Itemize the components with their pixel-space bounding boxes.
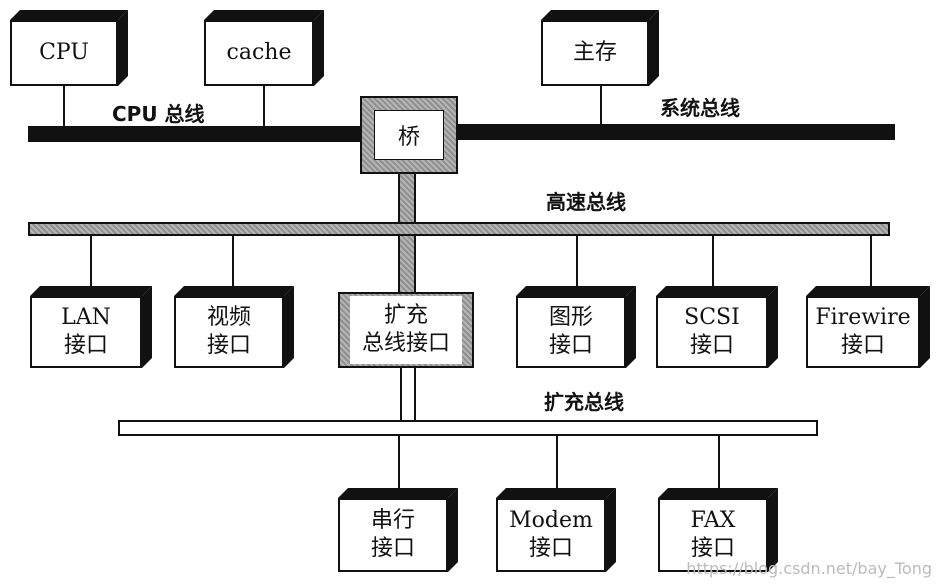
main-memory-label: 主存 xyxy=(572,40,617,65)
firewire-label-line1: Firewire xyxy=(815,305,911,330)
scsi-label-line1: SCSI xyxy=(684,305,740,330)
scsi-label-line2: 接口 xyxy=(689,333,734,358)
high-speed-bus xyxy=(28,222,890,236)
expansion-interface-left-connector xyxy=(400,368,402,420)
bridge-label: 桥 xyxy=(397,125,420,150)
fax-label-line2: 接口 xyxy=(690,536,735,561)
modem-label-line1: Modem xyxy=(509,508,593,533)
watermark-text: https://blog.csdn.net/bay_Tong xyxy=(686,559,932,578)
cpu-connector xyxy=(63,85,65,127)
serial-label-line1: 串行 xyxy=(370,508,415,533)
system-bus-label: 系统总线 xyxy=(660,96,740,120)
graphics-interface-box: 图形 接口 xyxy=(516,286,636,368)
serial-connector xyxy=(398,436,400,488)
cache-connector xyxy=(263,85,265,127)
scsi-interface-box: SCSI 接口 xyxy=(656,286,778,368)
expansion-bus xyxy=(118,420,818,436)
video-label-line1: 视频 xyxy=(206,305,251,330)
firewire-connector xyxy=(870,236,872,288)
lan-label-line2: 接口 xyxy=(63,333,108,358)
cpu-bus-label: CPU 总线 xyxy=(112,102,205,126)
expansion-interface-label-line1: 扩充 xyxy=(383,303,428,328)
modem-label-line2: 接口 xyxy=(528,536,573,561)
main-memory-box: 主存 xyxy=(541,10,659,86)
serial-interface-box: 串行 接口 xyxy=(338,488,458,572)
high-speed-bus-label: 高速总线 xyxy=(546,190,626,214)
memory-connector xyxy=(600,85,602,127)
graphics-connector xyxy=(576,236,578,288)
bridge-box: 桥 xyxy=(360,96,458,174)
cache-box: cache xyxy=(204,10,324,86)
system-bus xyxy=(455,124,895,140)
video-interface-box: 视频 接口 xyxy=(174,286,294,368)
fax-interface-box: FAX 接口 xyxy=(658,488,778,572)
lan-connector xyxy=(90,236,92,288)
cpu-bus xyxy=(28,126,363,142)
firewire-interface-box: Firewire 接口 xyxy=(806,286,930,368)
expansion-interface-label-line2: 总线接口 xyxy=(361,331,450,356)
video-connector xyxy=(232,236,234,288)
bridge-to-highspeed-connector xyxy=(398,170,416,222)
expansion-interface-right-connector xyxy=(414,368,416,420)
fax-label-line1: FAX xyxy=(690,508,736,533)
firewire-label-line2: 接口 xyxy=(840,333,885,358)
scsi-connector xyxy=(712,236,714,288)
expansion-bus-interface-box: 扩充 总线接口 xyxy=(338,292,474,368)
lan-interface-box: LAN 接口 xyxy=(30,286,152,368)
serial-label-line2: 接口 xyxy=(370,536,415,561)
graphics-label-line2: 接口 xyxy=(548,333,593,358)
lan-label-line1: LAN xyxy=(61,305,111,330)
cpu-box: CPU xyxy=(10,10,128,86)
cache-label: cache xyxy=(226,40,292,65)
cpu-label: CPU xyxy=(39,40,89,65)
video-label-line2: 接口 xyxy=(206,333,251,358)
modem-interface-box: Modem 接口 xyxy=(496,488,616,572)
highspeed-to-expansion-connector xyxy=(398,236,416,292)
fax-connector xyxy=(718,436,720,488)
expansion-bus-label: 扩充总线 xyxy=(544,390,624,414)
modem-connector xyxy=(556,436,558,488)
graphics-label-line1: 图形 xyxy=(548,305,593,330)
